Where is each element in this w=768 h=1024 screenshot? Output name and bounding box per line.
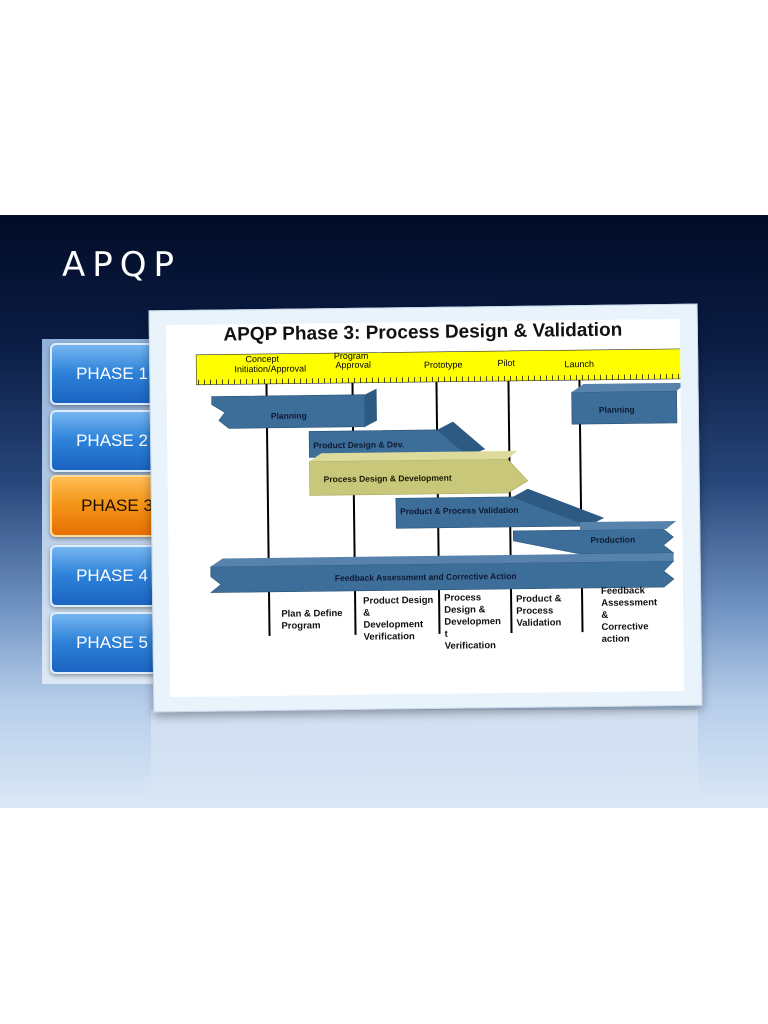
timeline-label-prototype: Prototype xyxy=(424,360,463,370)
phase-4-label: PHASE 4 xyxy=(76,566,148,585)
column-line: & xyxy=(601,609,609,621)
column-line: Process xyxy=(516,605,554,617)
column-line: Product Design xyxy=(363,594,434,607)
column-line: Design & xyxy=(444,604,486,616)
diagram-canvas: APQP Phase 3: Process Design & Validatio… xyxy=(165,318,685,698)
column-line: Verification xyxy=(444,640,496,652)
bar-planning-right xyxy=(571,390,678,425)
diagram-card: APQP Phase 3: Process Design & Validatio… xyxy=(148,303,703,713)
phase-5-label: PHASE 5 xyxy=(76,633,148,652)
card-reflection xyxy=(151,710,698,808)
bar-planning-left xyxy=(211,394,366,429)
column-line: t xyxy=(444,628,448,640)
column-plan-define: Plan & Define Program xyxy=(281,608,343,633)
bar-process-design-top xyxy=(309,450,518,462)
timeline-label-program-line2: Approval xyxy=(335,360,371,370)
column-validation: Product & Process Validation xyxy=(516,593,562,630)
timeline-label-concept: Concept xyxy=(245,354,279,364)
bar-feedback xyxy=(210,560,675,593)
bar-production-top xyxy=(580,520,677,531)
column-line: Development xyxy=(363,619,424,631)
column-line: action xyxy=(601,633,630,645)
timeline-label-program: Program xyxy=(334,351,369,361)
bar-product-design-side xyxy=(437,421,486,456)
bar-label-planning-left: Planning xyxy=(271,410,307,420)
slide: APQP PHASE 1 PHASE 2 PHASE 3 PHASE 4 PHA… xyxy=(0,215,768,808)
timeline-ticks xyxy=(198,373,679,385)
phase-2-label: PHASE 2 xyxy=(76,431,148,450)
bar-label-validation: Product & Process Validation xyxy=(400,505,519,516)
column-line: Feedback xyxy=(600,585,645,597)
bar-label-feedback: Feedback Assessment and Corrective Actio… xyxy=(335,571,517,583)
timeline-label-launch: Launch xyxy=(564,359,594,369)
bar-feedback-top xyxy=(210,552,674,567)
column-line: & xyxy=(363,607,371,619)
column-line: Process xyxy=(444,592,482,604)
diagram-svg: Concept Initiation/Approval Program Appr… xyxy=(195,348,685,636)
bar-label-planning-right: Planning xyxy=(599,404,635,414)
column-line: Validation xyxy=(516,617,562,629)
bar-planning-right-top xyxy=(571,382,685,393)
bar-production xyxy=(512,528,675,555)
bar-planning-left-side xyxy=(364,388,377,427)
column-line: Corrective xyxy=(601,621,649,633)
timeline-label-concept-line2: Initiation/Approval xyxy=(234,363,306,374)
column-product-design: Product Design & Development Verificatio… xyxy=(363,595,434,644)
bar-label-product-design: Product Design & Dev. xyxy=(313,439,404,450)
phase-3-label: PHASE 3 xyxy=(81,496,153,515)
column-line: Plan & Define xyxy=(281,608,343,620)
column-line: Program xyxy=(281,620,321,632)
phase-1-label: PHASE 1 xyxy=(76,364,148,383)
column-line: Verification xyxy=(363,631,415,643)
column-line: Product & xyxy=(516,593,562,605)
column-line: Developmen xyxy=(444,616,501,628)
column-process-design: Process Design & Developmen t Verificati… xyxy=(444,592,501,653)
bar-validation-side xyxy=(512,488,605,527)
column-line: Assessment xyxy=(601,597,658,609)
column-feedback: Feedback Assessment & Corrective action xyxy=(601,585,658,646)
timeline-label-pilot: Pilot xyxy=(497,358,515,368)
bar-label-process-design: Process Design & Development xyxy=(324,473,452,485)
bar-label-production: Production xyxy=(590,534,635,545)
slide-title: APQP xyxy=(62,245,182,285)
